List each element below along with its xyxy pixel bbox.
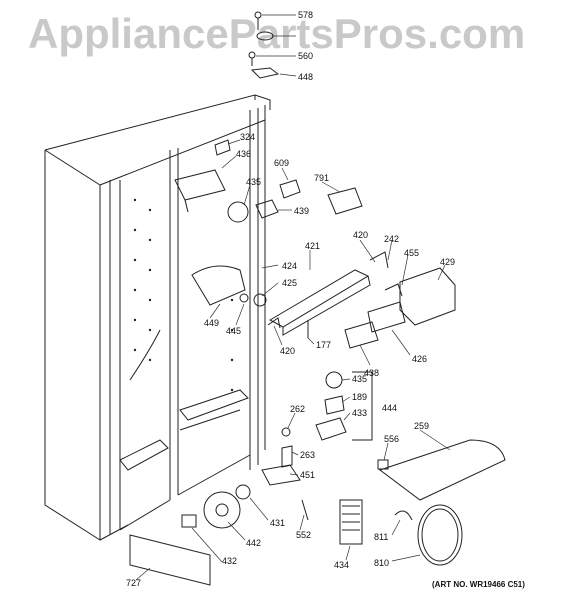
top-hinge-parts (248, 11, 280, 79)
part-label-442: 442 (246, 538, 262, 548)
part-label-578: 578 (298, 10, 314, 20)
part-label-438: 438 (364, 368, 380, 378)
part-label-434: 434 (334, 560, 350, 570)
part-label-177: 177 (316, 340, 332, 350)
lower-components (129, 427, 506, 586)
part-label-433: 433 (352, 408, 368, 418)
leader-lines (135, 14, 451, 581)
part-label-560: 560 (298, 51, 314, 61)
part-label-435: 435 (246, 177, 262, 187)
lamp-assembly (315, 371, 373, 441)
part-label-262: 262 (290, 404, 306, 414)
part-label-324: 324 (240, 132, 256, 142)
part-label-810: 810 (374, 558, 390, 568)
part-label-791: 791 (314, 173, 330, 183)
part-label-439: 439 (294, 206, 310, 216)
part-label-421: 421 (305, 241, 321, 251)
part-label-189: 189 (352, 392, 368, 402)
part-label-449: 449 (204, 318, 220, 328)
part-label-431: 431 (270, 518, 286, 528)
part-label-444: 444 (382, 403, 398, 413)
part-label-420-bottom: 420 (280, 346, 296, 356)
part-label-424: 424 (282, 261, 298, 271)
part-label-259: 259 (414, 421, 430, 431)
part-label-242: 242 (384, 234, 400, 244)
part-label-451: 451 (300, 470, 316, 480)
part-label-811: 811 (374, 532, 389, 542)
control-housing (191, 251, 389, 338)
watermark-text: AppliancePartsPros.com (28, 10, 526, 57)
art-number-caption: (ART NO. WR19466 C51) (432, 580, 525, 589)
part-label-552: 552 (296, 530, 312, 540)
right-module (344, 267, 456, 349)
part-label-425: 425 (282, 278, 298, 288)
part-label-263: 263 (300, 450, 316, 460)
upper-components (174, 139, 363, 223)
part-label-609: 609 (274, 158, 290, 168)
part-label-435-lamp: 435 (352, 374, 368, 384)
refrigerator-case (44, 94, 271, 541)
part-label-448: 448 (298, 72, 314, 82)
part-label-445: 445 (226, 326, 242, 336)
part-label-455: 455 (404, 248, 420, 258)
part-label-727: 727 (126, 578, 142, 588)
part-label-436: 436 (236, 149, 252, 159)
part-label-556: 556 (384, 434, 400, 444)
part-label-429: 429 (440, 257, 456, 267)
part-label-420-top: 420 (353, 230, 369, 240)
part-label-426: 426 (412, 354, 428, 364)
part-label-432: 432 (222, 556, 238, 566)
